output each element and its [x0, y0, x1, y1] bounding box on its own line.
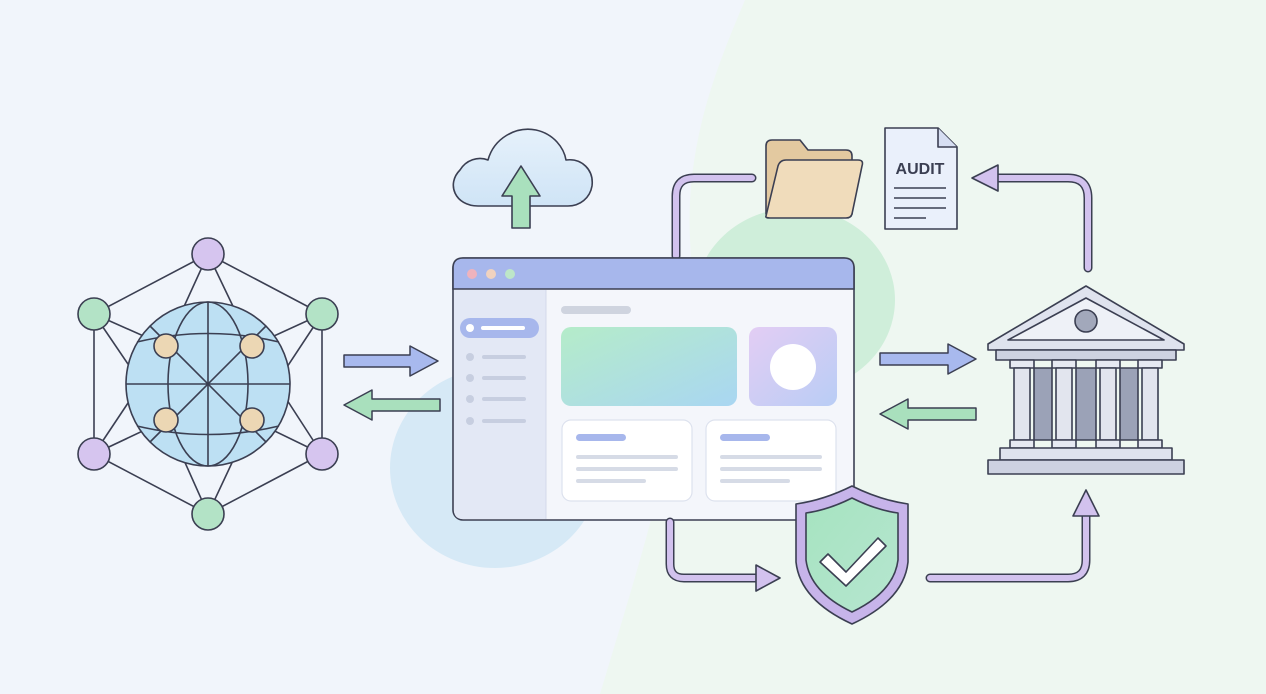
browser-window-icon	[452, 257, 855, 521]
connector-browser-to-shield	[665, 517, 781, 592]
audit-document-icon	[884, 127, 958, 230]
shield-check-icon	[795, 485, 909, 625]
arrow-browser-to-globe	[343, 389, 441, 421]
folder-icon	[765, 139, 864, 219]
audit-label: AUDIT	[896, 161, 945, 178]
network-globe-icon	[77, 237, 339, 531]
connector-browser-to-folder-fill	[673, 175, 755, 259]
connector-bank-to-audit	[971, 164, 1093, 273]
cloud-upload-icon	[452, 128, 593, 229]
arrow-browser-to-bank	[879, 343, 977, 375]
connector-shield-to-bank	[925, 489, 1100, 583]
bank-building-icon	[987, 285, 1185, 475]
arrow-globe-to-browser	[343, 345, 439, 377]
arrow-bank-to-browser	[879, 398, 977, 430]
